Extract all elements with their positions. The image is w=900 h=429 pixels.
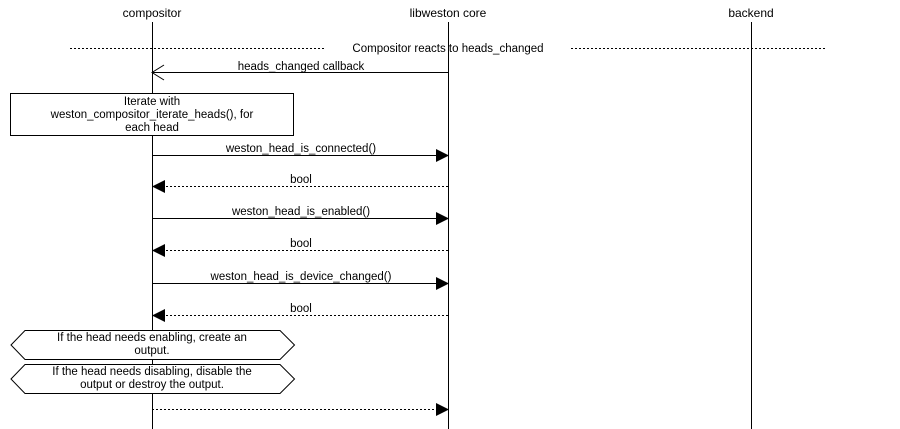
participant-headers: compositor libweston core backend [123, 6, 774, 20]
arrowhead-filled-left-icon [152, 309, 165, 322]
message-weston-head-is-connected: weston_head_is_connected() [152, 143, 449, 162]
participant-label-backend: backend [728, 6, 773, 20]
arrowhead-open-left-icon [151, 64, 165, 81]
condition-hexagon-shape [10, 330, 296, 360]
message-heads-changed-callback: heads_changed callback [151, 61, 448, 81]
message-label-weston-head-is-connected: weston_head_is_connected() [225, 143, 376, 155]
note-line-1: Iterate with [124, 96, 180, 108]
participant-label-libweston-core: libweston core [410, 6, 487, 20]
message-bool-return-device-changed: bool [152, 303, 448, 322]
condition-disable-head-line-1: If the head needs disabling, disable the [52, 366, 251, 378]
message-weston-head-is-enabled: weston_head_is_enabled() [152, 206, 449, 225]
condition-enable-head-line-2: output. [134, 345, 169, 357]
message-final-return [152, 403, 449, 416]
message-label-bool-return-connected: bool [290, 174, 312, 186]
note-line-2: weston_compositor_iterate_heads(), for [50, 109, 254, 121]
arrowhead-filled-right-icon [436, 277, 449, 290]
message-label-bool-return-enabled: bool [290, 238, 312, 250]
condition-hexagon-shape [10, 364, 296, 394]
arrowhead-filled-right-icon [436, 149, 449, 162]
arrowhead-filled-left-icon [152, 244, 165, 257]
arrowhead-filled-left-icon [152, 180, 165, 193]
message-bool-return-connected: bool [152, 174, 448, 193]
arrowhead-filled-right-icon [436, 212, 449, 225]
condition-disable-head-line-2: output or destroy the output. [80, 379, 224, 391]
message-label-bool-return-device-changed: bool [290, 303, 312, 315]
lifelines-group [152, 22, 752, 429]
message-weston-head-is-device-changed: weston_head_is_device_changed() [152, 271, 449, 290]
condition-enable-head-line-1: If the head needs enabling, create an [57, 332, 247, 344]
note-box-shape [10, 93, 294, 136]
condition-disable-head: If the head needs disabling, disable the… [10, 364, 296, 394]
note-iterate-heads: Iterate with weston_compositor_iterate_h… [10, 93, 294, 136]
condition-enable-head: If the head needs enabling, create an ou… [10, 330, 296, 360]
message-bool-return-enabled: bool [152, 238, 448, 257]
section-divider: Compositor reacts to heads_changed [70, 43, 827, 55]
arrowhead-filled-right-icon [436, 403, 449, 416]
message-label-weston-head-is-enabled: weston_head_is_enabled() [231, 206, 370, 218]
message-label-heads-changed-callback: heads_changed callback [238, 61, 365, 73]
message-label-weston-head-is-device-changed: weston_head_is_device_changed() [210, 271, 392, 283]
note-line-3: each head [125, 122, 179, 134]
participant-label-compositor: compositor [123, 6, 182, 20]
divider-label: Compositor reacts to heads_changed [352, 43, 543, 55]
